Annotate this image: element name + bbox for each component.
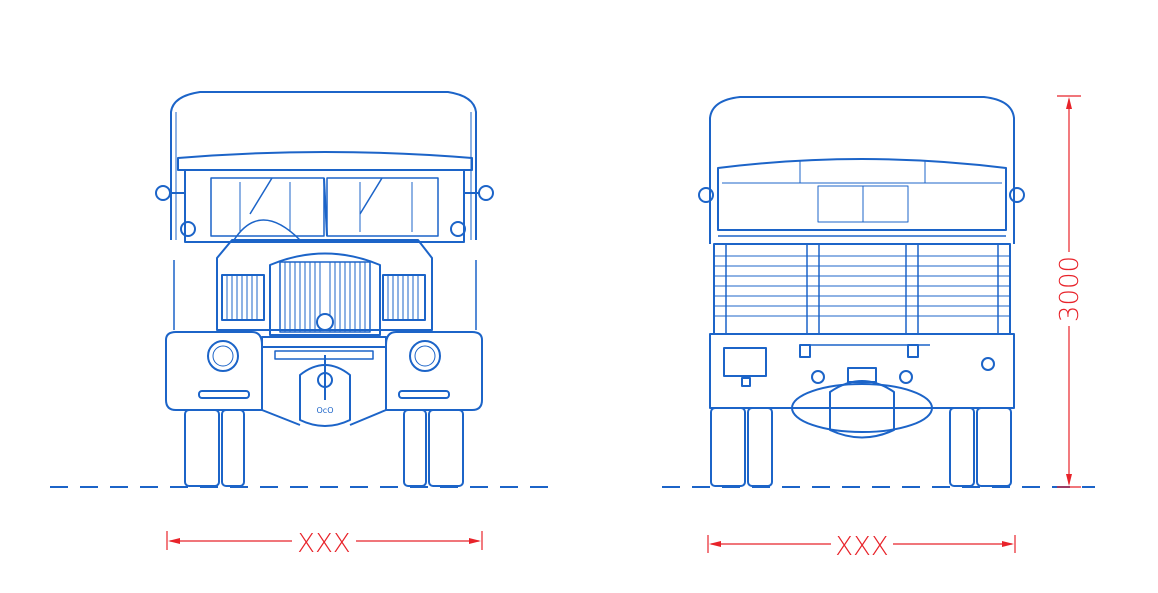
rear-width-dimension [707, 535, 1016, 553]
rear-width-label: XXX [835, 532, 888, 562]
rear-height-label: 3000 [1055, 256, 1085, 322]
rear-height-dimension [1057, 95, 1081, 488]
rear-view-truck [698, 96, 1025, 487]
front-width-label: XXX [297, 529, 350, 559]
front-view-truck [155, 91, 494, 487]
front-plate-text: OcO [317, 406, 334, 415]
front-width-dimension [166, 531, 483, 550]
